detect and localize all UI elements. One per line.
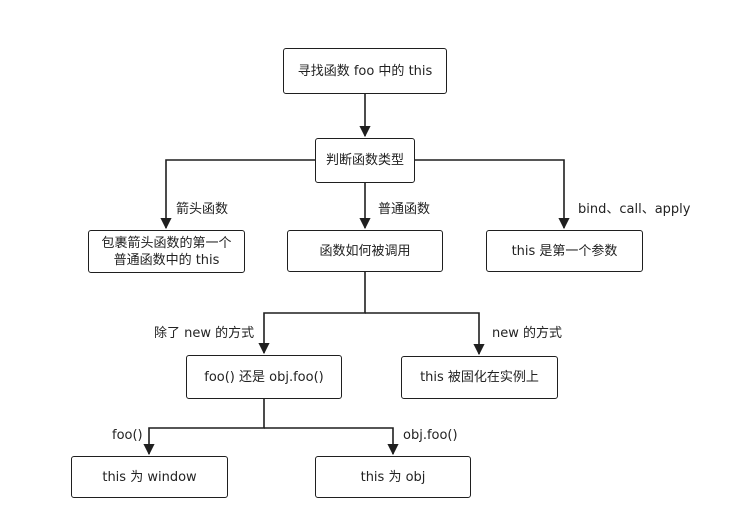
start-node: 寻找函数 foo 中的 this xyxy=(283,48,447,94)
arrow-function-result-node: 包裹箭头函数的第一个 普通函数中的 this xyxy=(88,230,245,273)
label-not-new: 除了 new 的方式 xyxy=(154,326,255,341)
label-foo-call: foo() xyxy=(112,428,143,443)
new-result-node: this 被固化在实例上 xyxy=(401,356,558,399)
edge-judge-to-arrow xyxy=(160,159,315,230)
edge-howcalled-to-fooobj xyxy=(258,272,366,355)
label-arrow-function: 箭头函数 xyxy=(176,202,229,217)
edge-howcalled-to-new xyxy=(365,312,485,356)
edge-judge-to-bind xyxy=(415,159,570,230)
edge-fooobj-to-window xyxy=(143,399,265,456)
how-called-node: 函数如何被调用 xyxy=(287,230,443,272)
bind-result-node: this 是第一个参数 xyxy=(486,230,643,272)
judge-type-node: 判断函数类型 xyxy=(315,138,415,183)
label-bind-call-apply: bind、call、apply xyxy=(578,202,691,217)
arrow-result-line-2: 普通函数中的 this xyxy=(113,252,220,268)
edge-fooobj-to-obj xyxy=(264,427,399,456)
arrow-result-line-1: 包裹箭头函数的第一个 xyxy=(101,235,232,251)
obj-result-node: this 为 obj xyxy=(315,456,471,498)
foo-or-obj-node: foo() 还是 obj.foo() xyxy=(186,355,342,399)
window-result-node: this 为 window xyxy=(71,456,228,498)
label-new-way: new 的方式 xyxy=(492,326,563,341)
label-normal-function: 普通函数 xyxy=(378,202,431,217)
label-obj-call: obj.foo() xyxy=(403,428,458,443)
